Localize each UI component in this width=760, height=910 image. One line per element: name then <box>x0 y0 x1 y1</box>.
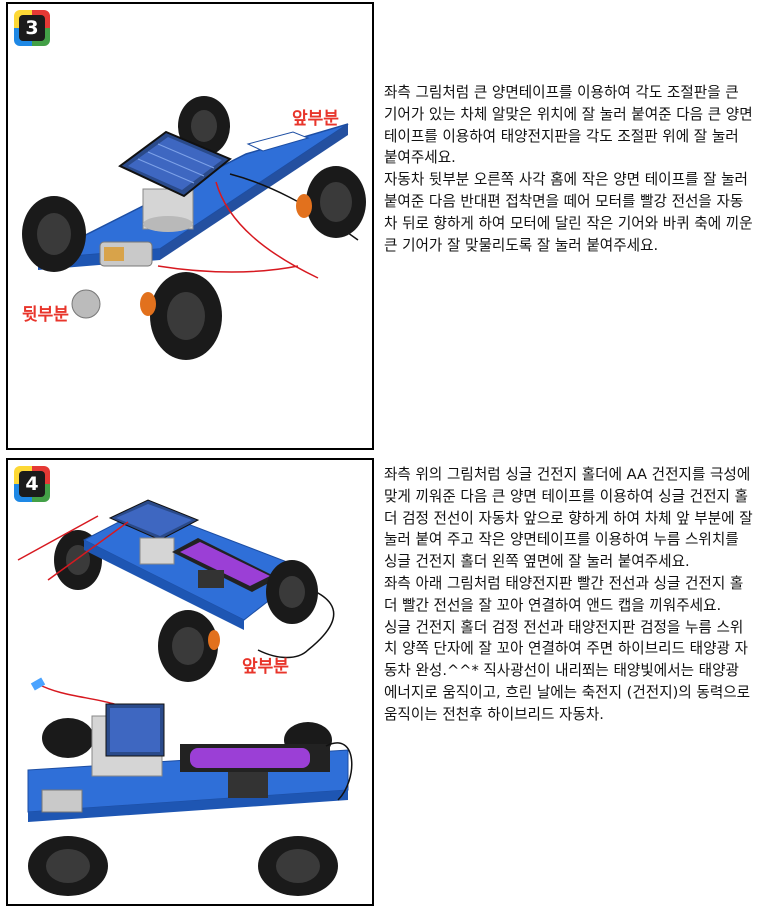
wire-red <box>215 181 319 279</box>
car-top-view <box>17 499 335 682</box>
step-3-badge: 3 <box>14 10 50 46</box>
step-4-badge: 4 <box>14 466 50 502</box>
label-front-part: 앞부분 <box>292 109 339 129</box>
wheel-rear-right <box>140 272 222 360</box>
step-4-paragraph-3: 싱글 건전지 홀더 검정 전선과 태양전지판 검정을 누름 스위치 양쪽 단자에… <box>384 618 751 723</box>
wheel-rear-far <box>178 96 230 156</box>
car-assembly-step4-image <box>17 499 353 896</box>
car-assembly-step3-image <box>22 96 366 360</box>
push-switch <box>198 570 224 588</box>
label-front-part: 앞부분 <box>242 657 289 677</box>
battery-holder <box>172 538 278 592</box>
wheel-rear-left <box>22 196 86 272</box>
battery-holder <box>180 744 330 772</box>
solar-panel <box>118 130 232 198</box>
step-3-illustration: 3 앞부분 뒷부분 <box>6 2 374 450</box>
motor <box>99 241 153 267</box>
step-4-number: 4 <box>19 471 45 497</box>
wheel-front-right <box>296 166 366 238</box>
label-rear-part: 뒷부분 <box>22 305 69 325</box>
step-4-paragraph-2: 좌측 아래 그림처럼 태양전지판 빨간 전선과 싱글 건전지 홀더 빨간 전선을… <box>384 574 744 614</box>
step-3-description: 좌측 그림처럼 큰 양면테이프를 이용하여 각도 조절판을 큰 기어가 있는 차… <box>384 82 754 256</box>
car-bottom-view <box>27 677 353 896</box>
step-3-paragraph-2: 자동차 뒷부분 오른쪽 사각 홈에 작은 양면 테이프를 잘 눌러 붙여준 다음… <box>384 171 753 254</box>
solar-panel <box>108 499 200 541</box>
step-4-description: 좌측 위의 그림처럼 싱글 건전지 홀더에 AA 건전지를 극성에 맞게 끼워준… <box>384 464 754 726</box>
solar-panel <box>105 703 165 757</box>
step-4-illustration: 4 앞부분 <box>6 458 374 906</box>
gear-small <box>71 289 101 319</box>
push-switch <box>228 772 268 798</box>
step-4-paragraph-1: 좌측 위의 그림처럼 싱글 건전지 홀더에 AA 건전지를 극성에 맞게 끼워준… <box>384 466 753 571</box>
step-3-number: 3 <box>19 15 45 41</box>
step-3-paragraph-1: 좌측 그림처럼 큰 양면테이프를 이용하여 각도 조절판을 큰 기어가 있는 차… <box>384 84 753 167</box>
motor <box>41 789 83 813</box>
